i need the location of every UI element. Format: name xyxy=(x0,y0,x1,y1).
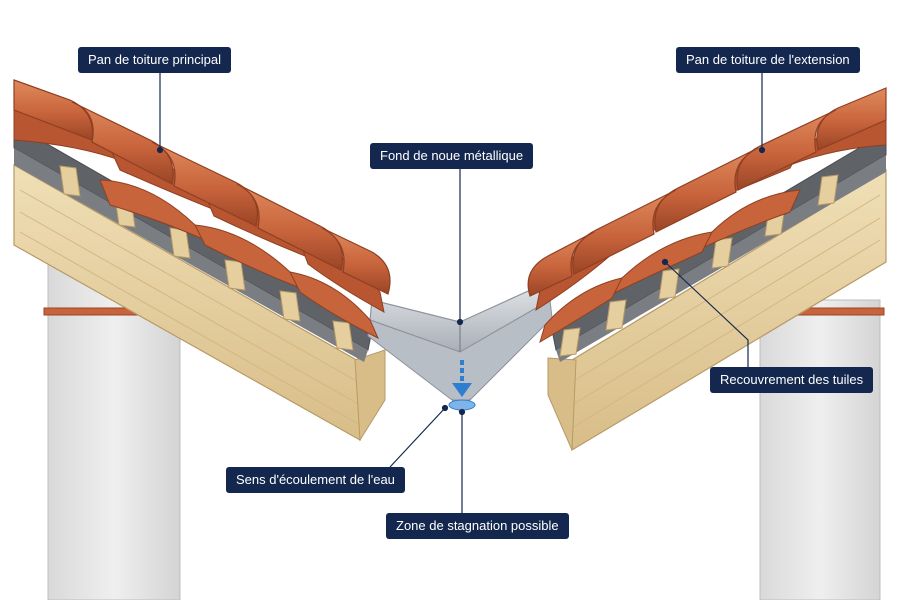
extension-roof-structure xyxy=(547,131,887,452)
main-roof-fascia xyxy=(354,349,386,442)
main-roof-tiles xyxy=(13,79,391,340)
extension-roof-tiles xyxy=(527,87,887,344)
label-tile-overlap: Recouvrement des tuiles xyxy=(710,367,874,393)
label-extension-roof: Pan de toiture de l'extension xyxy=(676,47,860,73)
stagnation-puddle xyxy=(448,399,476,411)
extension-roof-tile xyxy=(816,87,887,151)
label-main-roof: Pan de toiture principal xyxy=(78,47,231,73)
leader-lines xyxy=(156,73,766,513)
leader-water-flow xyxy=(389,407,446,468)
label-water-flow: Sens d'écoulement de l'eau xyxy=(226,467,405,493)
label-stagnation-zone: Zone de stagnation possible xyxy=(386,513,569,539)
water-flow-arrow xyxy=(452,360,472,397)
main-roof-tile xyxy=(321,227,391,295)
extension-roof-fascia xyxy=(547,357,577,451)
label-valley-flashing: Fond de noue métallique xyxy=(370,143,534,169)
right-wall xyxy=(759,299,881,600)
extension-roof-tile xyxy=(527,231,595,297)
leader-tile-overlap xyxy=(664,261,749,367)
